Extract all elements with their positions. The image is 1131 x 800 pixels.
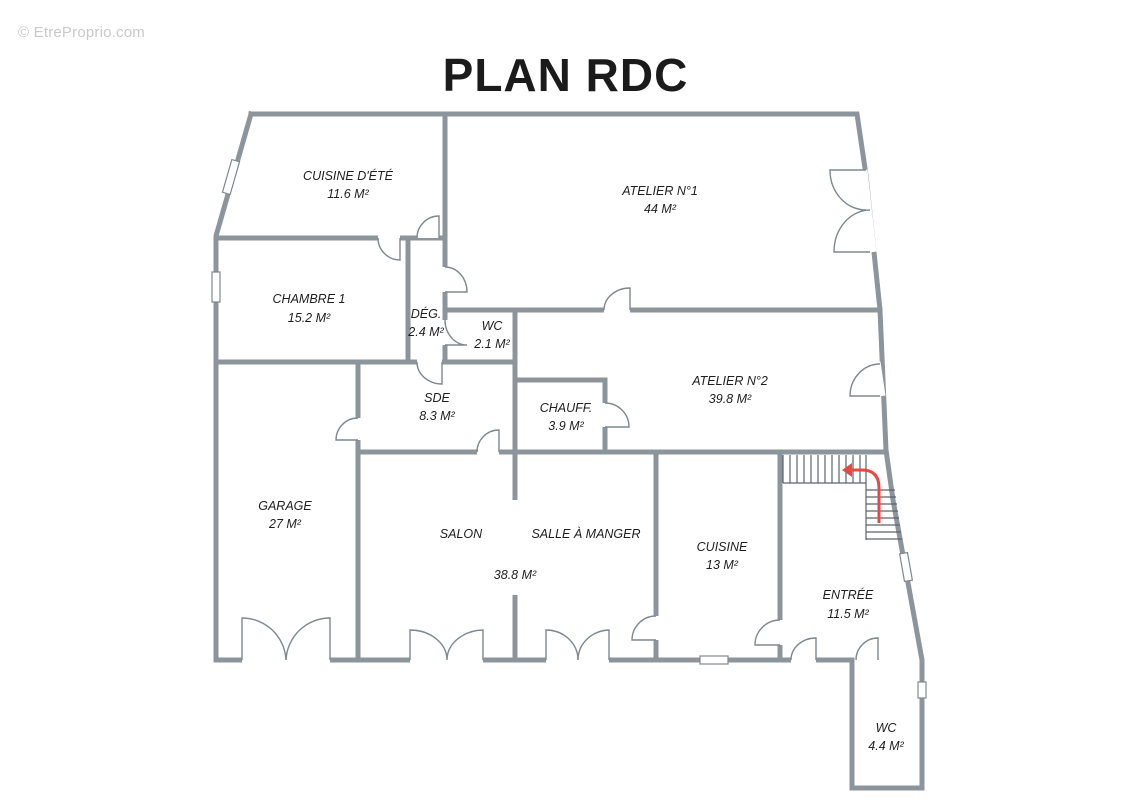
- room-area-cuisine: 13 M²: [706, 558, 739, 572]
- door-entree-cuisine: [754, 619, 781, 646]
- room-name-wc-lower: WC: [876, 721, 898, 735]
- room-area-cuisine-ete: 11.6 M²: [327, 187, 369, 201]
- window-entree: [898, 551, 914, 583]
- room-area-wc-lower: 4.4 M²: [868, 739, 904, 753]
- room-area-sde: 8.3 M²: [419, 409, 455, 423]
- room-name-salle-a-manger: SALLE À MANGER: [531, 526, 640, 541]
- room-area-atelier2: 39.8 M²: [709, 392, 752, 406]
- room-name-cuisine-ete: CUISINE D'ÉTÉ: [303, 168, 394, 183]
- room-name-salon: SALON: [440, 527, 483, 541]
- door-deg-sde: [416, 361, 443, 385]
- door-chaufferie: [604, 402, 630, 428]
- door-atelier1-atelier2: [603, 287, 631, 311]
- room-name-atelier1: ATELIER N°1: [621, 184, 698, 198]
- door-sam-left: [545, 629, 579, 661]
- wall-openings: [242, 169, 886, 664]
- windows: [211, 158, 927, 699]
- room-name-degagement: DÉG.: [411, 306, 442, 321]
- room-area-wc-upper: 2.1 M²: [473, 337, 510, 351]
- room-name-cuisine: CUISINE: [697, 540, 748, 554]
- door-atelier2: [849, 363, 881, 397]
- window-cuisine-ete: [221, 158, 241, 196]
- window-cuisine: [699, 655, 729, 665]
- room-name-chaufferie: CHAUFF.: [540, 401, 593, 415]
- door-chambre1: [377, 237, 401, 261]
- doors: [241, 169, 881, 661]
- door-salon-right: [446, 629, 484, 661]
- room-area-chaufferie: 3.9 M²: [548, 419, 584, 433]
- room-name-wc-upper: WC: [482, 319, 504, 333]
- door-atelier1-bottom: [833, 209, 871, 253]
- door-garage-right: [285, 617, 331, 661]
- door-atelier1-top: [829, 169, 867, 211]
- page-title: PLAN RDC: [442, 49, 689, 101]
- room-name-sde: SDE: [424, 391, 450, 405]
- door-sam-right: [577, 629, 610, 661]
- window-wc-lower: [917, 681, 927, 699]
- door-entree-front: [790, 637, 817, 661]
- door-deg-top: [416, 215, 440, 239]
- interior-walls: [213, 111, 889, 663]
- room-area-entree: 11.5 M²: [827, 607, 869, 621]
- watermark: © EtreProprio.com: [18, 24, 145, 41]
- room-labels: CUISINE D'ÉTÉ 11.6 M² ATELIER N°1 44 M² …: [258, 168, 904, 753]
- room-name-chambre1: CHAMBRE 1: [273, 292, 346, 306]
- room-name-atelier2: ATELIER N°2: [691, 374, 768, 388]
- room-area-chambre1: 15.2 M²: [288, 311, 331, 325]
- door-garage-sde: [335, 417, 359, 441]
- door-sde-salon: [476, 429, 500, 453]
- room-area-salon: 38.8 M²: [494, 568, 537, 582]
- door-garage-left: [241, 617, 287, 661]
- door-wc-lower: [855, 637, 879, 661]
- door-cuisine: [631, 615, 657, 641]
- room-name-garage: GARAGE: [258, 499, 312, 513]
- door-deg-atelier1: [444, 266, 468, 293]
- room-area-garage: 27 M²: [268, 517, 302, 531]
- door-salon-left: [409, 629, 448, 661]
- window-chambre1: [211, 271, 221, 303]
- room-area-atelier1: 44 M²: [644, 202, 677, 216]
- staircase: [782, 455, 902, 540]
- door-wc-upper: [444, 319, 468, 346]
- room-name-entree: ENTRÉE: [823, 587, 874, 602]
- stair-direction-arrow: [849, 468, 881, 523]
- room-area-degagement: 2.4 M²: [407, 325, 444, 339]
